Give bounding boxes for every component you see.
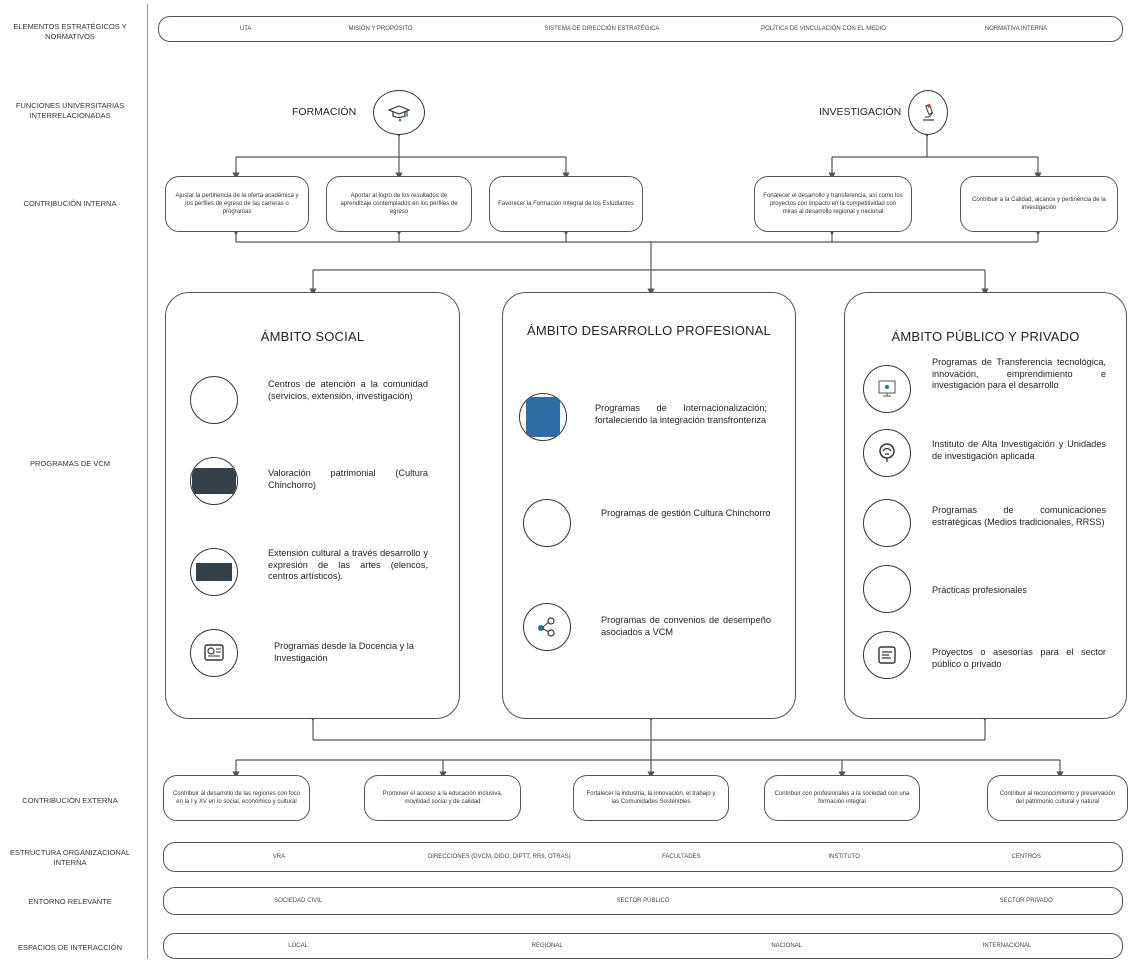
elementos-item-mision: MISIÓN Y PROPÓSITO <box>348 26 413 32</box>
espacios-item-internacional: INTERNACIONAL <box>982 943 1032 949</box>
elementos-item-normativa: NORMATIVA INTERNA <box>984 26 1048 32</box>
desarrollo-item-2: Programas de gestión Cultura Chinchorro <box>601 508 771 518</box>
entorno-item-sociedad-civil: SOCIEDAD CIVIL <box>274 898 323 904</box>
elementos-item-sistema: SISTEMA DE DIRECCIÓN ESTRATÉGICA <box>544 26 660 32</box>
elementos-bar: UTA MISIÓN Y PROPÓSITO SISTEMA DE DIRECC… <box>158 16 1123 42</box>
technology-transfer-icon <box>863 365 911 413</box>
contrib-interna-box-4: Fortalecer el desarrollo y transferencia… <box>754 176 912 232</box>
desarrollo-item-1: Programas de Internacionalización; forta… <box>595 403 767 425</box>
ambito-social-panel: ÁMBITO SOCIAL Centros de atención a la c… <box>165 292 460 719</box>
row-label-elementos: ELEMENTOS ESTRATÉGICOS Y NORMATIVOS <box>13 22 127 41</box>
row-label-estructura: ESTRUCTURA ORGANIZACIONAL INTERNA <box>9 848 130 867</box>
row-label-entorno: ENTORNO RELEVANTE <box>28 897 112 906</box>
contrib-interna-box-3: Favorecer la Formación Integral de los E… <box>489 176 643 232</box>
ambito-desarrollo-panel: ÁMBITO DESARROLLO PROFESIONAL Programas … <box>502 292 796 719</box>
heritage-icon <box>190 457 238 505</box>
contrib-interna-box-5: Contribuir a la Calidad, alcance y perti… <box>960 176 1118 232</box>
arts-icon <box>190 548 238 596</box>
contrib-externa-box-5: Contribuir al reconocimiento y preservac… <box>987 775 1128 821</box>
network-agreements-icon <box>523 603 571 651</box>
social-item-3: Extensión cultural a través desarrollo y… <box>268 548 428 581</box>
vertical-divider <box>147 4 148 959</box>
internship-icon <box>863 565 911 613</box>
ambito-publico-title: ÁMBITO PÚBLICO Y PRIVADO <box>891 329 1080 344</box>
contrib-interna-box-1: Ajustar la pertinencia de la oferta acad… <box>165 176 309 232</box>
estructura-item-instituto: INSTITUTO <box>828 854 860 860</box>
entorno-bar: SOCIEDAD CIVIL SECTOR PÚBLICO SECTOR PRI… <box>163 887 1123 915</box>
estructura-item-centros: CENTROS <box>1011 854 1041 860</box>
row-label-funciones: FUNCIONES UNIVERSITARIAS INTERRELACIONAD… <box>15 101 125 120</box>
social-item-4: Programas desde la Docencia y la Investi… <box>274 641 414 663</box>
social-item-1: Centros de atención a la comunidad (serv… <box>268 379 428 401</box>
elementos-item-politica: POLÍTICA DE VINCULACIÓN CON EL MEDIO <box>761 26 886 32</box>
teaching-research-icon <box>190 629 238 677</box>
espacios-item-nacional: NACIONAL <box>771 943 803 949</box>
research-institute-icon <box>863 429 911 477</box>
communications-icon <box>863 499 911 547</box>
publico-item-3: Programas de comunicaciones estratégicas… <box>932 505 1106 527</box>
publico-item-2: Instituto de Alta Investigación y Unidad… <box>932 439 1106 461</box>
chinchorro-culture-icon <box>523 499 571 547</box>
entorno-item-sector-publico: SECTOR PÚBLICO <box>616 898 670 904</box>
espacios-item-local: LOCAL <box>288 943 308 949</box>
row-label-contrib-externa: CONTRIBUCIÓN EXTERNA <box>22 796 118 805</box>
investigacion-heading: INVESTIGACIÓN <box>819 106 902 118</box>
row-label-espacios: ESPACIOS DE INTERACCIÓN <box>17 943 123 952</box>
community-center-icon <box>190 376 238 424</box>
microscope-icon <box>908 90 948 135</box>
entorno-item-sector-privado: SECTOR PRIVADO <box>999 898 1053 904</box>
estructura-item-vra: VRA <box>272 854 286 860</box>
estructura-item-facultades: FACULTADES <box>662 854 701 860</box>
publico-item-1: Programas de Transferencia tecnológica, … <box>932 357 1106 390</box>
social-item-2: Valoración patrimonial (Cultura Chinchor… <box>268 468 428 490</box>
graduation-cap-icon <box>373 90 425 135</box>
publico-item-4: Prácticas profesionales <box>932 585 1027 595</box>
estructura-bar: VRA DIRECCIONES (DVcM, DIDO, DIPTT, RRII… <box>163 842 1123 872</box>
ambito-social-title: ÁMBITO SOCIAL <box>260 329 365 344</box>
espacios-bar: LOCAL REGIONAL NACIONAL INTERNACIONAL <box>163 933 1123 959</box>
desarrollo-item-3: Programas de convenios de desempeño asoc… <box>601 615 771 637</box>
formacion-heading: FORMACIÓN <box>292 106 357 118</box>
row-label-contrib-interna: CONTRIBUCIÓN INTERNA <box>23 199 117 208</box>
ambito-desarrollo-title: ÁMBITO DESARROLLO PROFESIONAL <box>527 323 771 338</box>
contrib-externa-box-1: Contribuir al desarrollo de las regiones… <box>163 775 310 821</box>
ambito-publico-panel: ÁMBITO PÚBLICO Y PRIVADO Programas de Tr… <box>844 292 1127 719</box>
elementos-item-uta: UTA <box>239 26 252 32</box>
row-label-programas: PROGRAMAS DE VCM <box>29 459 110 468</box>
contrib-interna-box-2: Aportar al logro de los resultados de ap… <box>326 176 472 232</box>
estructura-item-direcciones: DIRECCIONES (DVcM, DIDO, DIPTT, RRII, Ot… <box>427 854 571 860</box>
contrib-externa-box-4: Contribuir con profesionales a la socied… <box>764 775 920 821</box>
internationalization-icon <box>519 393 567 441</box>
contrib-externa-box-3: Fortalecer la industria, la innovación, … <box>573 775 729 821</box>
contrib-externa-box-2: Promover el acceso a la educación inclus… <box>364 775 521 821</box>
espacios-item-regional: REGIONAL <box>531 943 563 949</box>
publico-item-5: Proyectos o asesorías para el sector púb… <box>932 647 1106 669</box>
consulting-icon <box>863 631 911 679</box>
